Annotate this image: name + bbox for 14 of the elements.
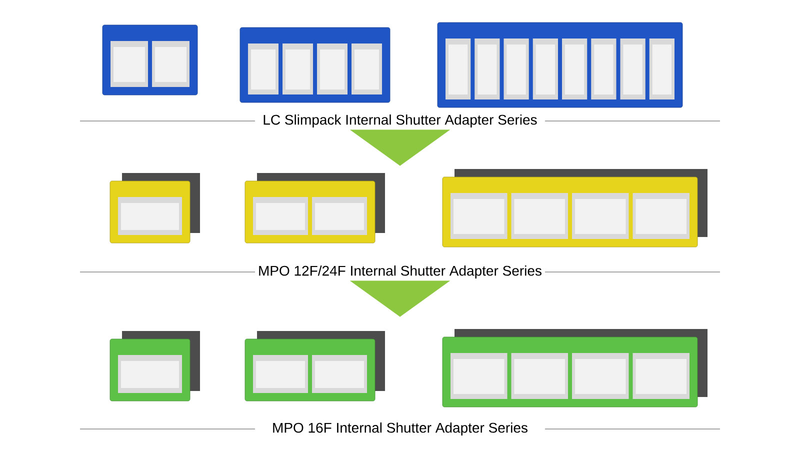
triangle-arrow bbox=[350, 280, 450, 317]
adapter-drawing bbox=[102, 24, 198, 96]
triangle-arrow bbox=[350, 130, 450, 166]
adapter-drawing bbox=[442, 169, 708, 248]
adapter-drawing bbox=[244, 173, 385, 244]
adapter-drawing bbox=[437, 22, 683, 108]
adapter-drawing bbox=[442, 328, 708, 408]
series-title: MPO 12F/24F Internal Shutter Adapter Series bbox=[256, 263, 544, 281]
adapter-drawing bbox=[244, 330, 385, 402]
adapter-drawing bbox=[110, 173, 200, 244]
series-title: MPO 16F Internal Shutter Adapter Series bbox=[270, 420, 530, 438]
adapter-drawing bbox=[110, 330, 200, 402]
adapter-drawing bbox=[240, 27, 390, 103]
series-title: LC Slimpack Internal Shutter Adapter Series bbox=[260, 112, 540, 130]
